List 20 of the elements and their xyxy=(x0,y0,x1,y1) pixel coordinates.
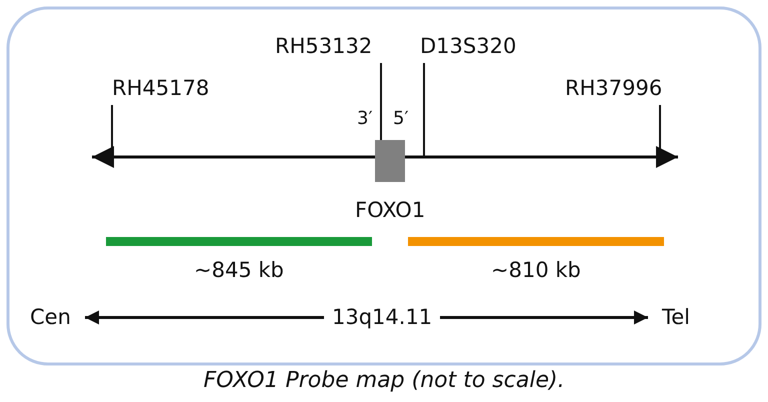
strand-label: 5′ xyxy=(393,110,409,128)
marker-label: RH53132 xyxy=(275,36,372,57)
strand-label: 3′ xyxy=(357,110,373,128)
direction-label: Cen xyxy=(30,307,71,328)
marker-label: RH37996 xyxy=(565,78,662,99)
gene-box xyxy=(375,140,405,182)
probe-bar xyxy=(408,237,664,246)
marker-label: D13S320 xyxy=(420,36,516,57)
probe-bar xyxy=(106,237,372,246)
caption: FOXO1 Probe map (not to scale). xyxy=(204,370,565,392)
arrow xyxy=(85,310,324,324)
size-label: ~845 kb xyxy=(194,260,284,281)
leader-line xyxy=(380,63,382,140)
direction-label: Tel xyxy=(662,307,690,328)
marker-label: RH45178 xyxy=(112,78,210,99)
size-label: ~810 kb xyxy=(491,260,581,281)
band-label: 13q14.11 xyxy=(332,307,432,328)
leader-line xyxy=(423,63,425,156)
arrow xyxy=(440,310,648,324)
gene-label: FOXO1 xyxy=(355,200,426,221)
